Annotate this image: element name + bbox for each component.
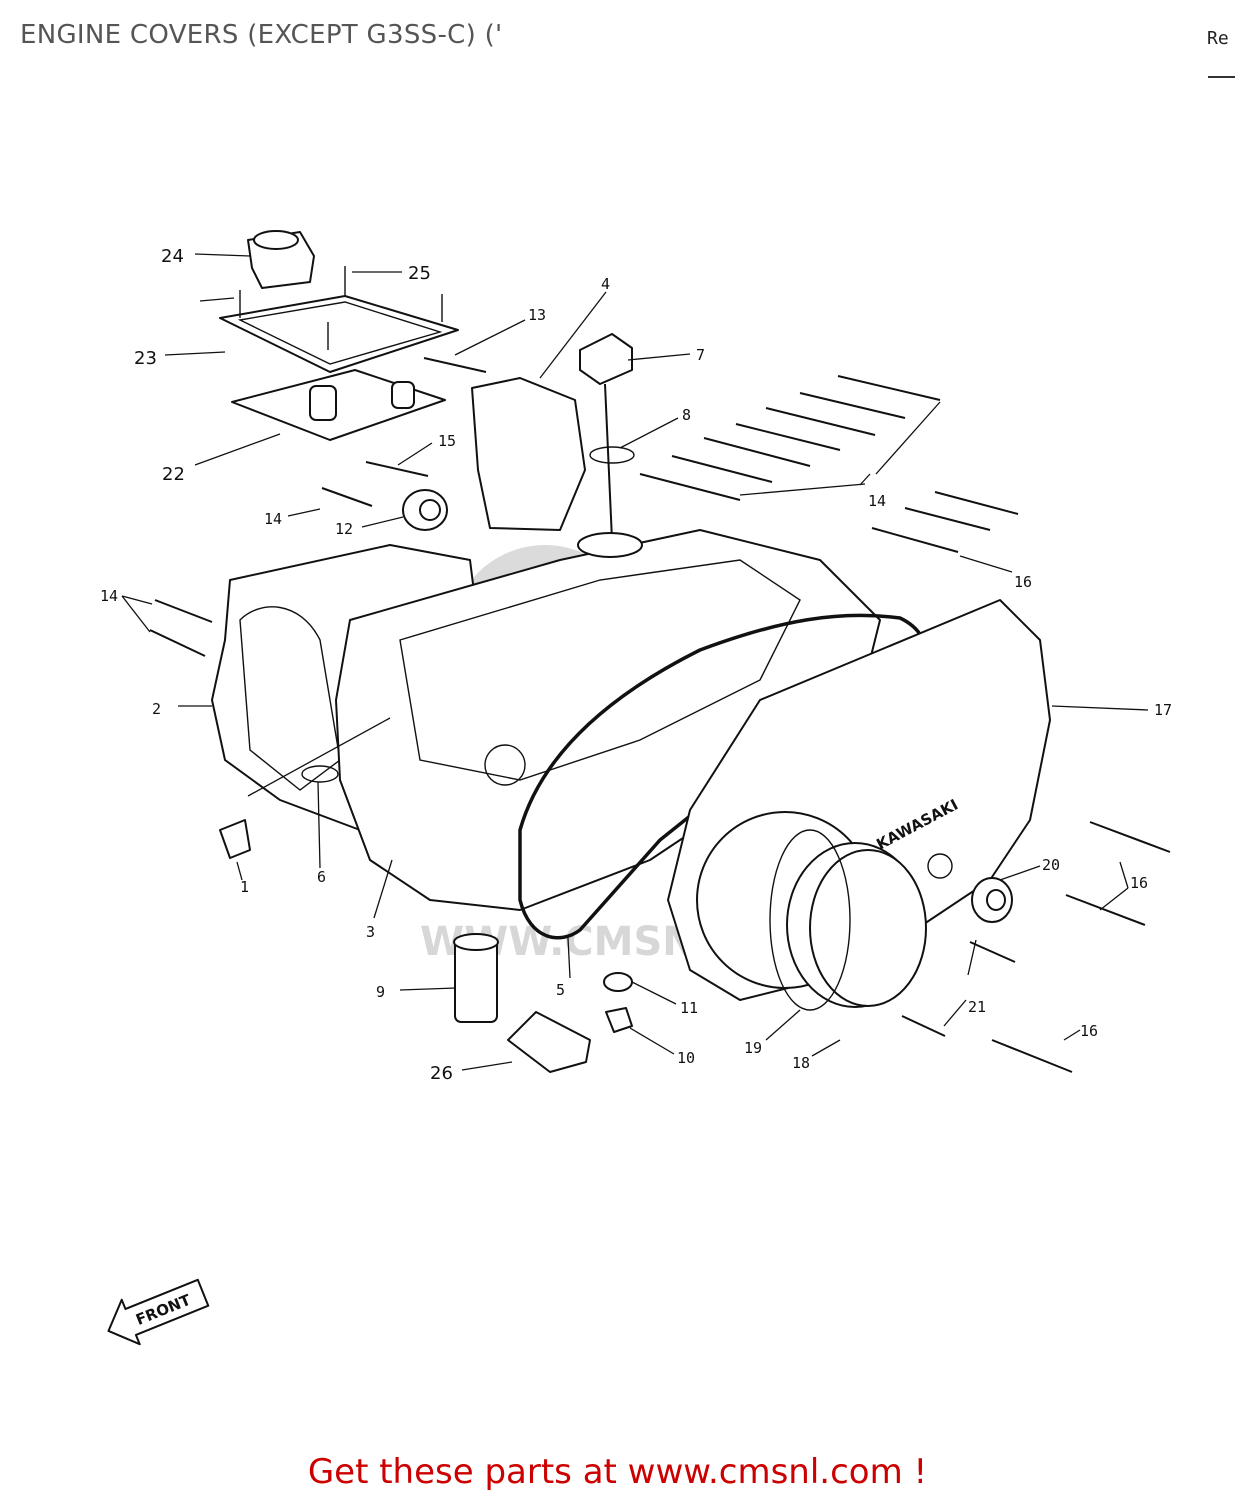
leader-lines <box>121 253 1149 1071</box>
callout-19: 19 <box>744 1039 762 1057</box>
part-13-bolt <box>423 357 487 373</box>
part-24-breather-cap <box>247 230 315 289</box>
part-10-drain-nut <box>605 1007 633 1033</box>
footer-cta-link[interactable]: Get these parts at www.cmsnl.com ! <box>307 1452 928 1492</box>
callout-11: 11 <box>680 999 698 1017</box>
callout-21: 21 <box>968 998 986 1016</box>
part-20-oil-seal <box>971 877 1013 923</box>
part-25-screws <box>239 266 443 350</box>
callout-12: 12 <box>335 520 353 538</box>
callout-16-c: 16 <box>1080 1022 1098 1040</box>
part-5-gasket <box>518 613 927 940</box>
callout-15: 15 <box>438 432 456 450</box>
callout-22: 22 <box>162 464 185 485</box>
callout-3: 3 <box>366 923 375 941</box>
part-23-cover-gasket <box>219 295 459 373</box>
part-9-sleeve <box>453 933 499 1023</box>
callout-6: 6 <box>317 868 326 886</box>
part-19-o-ring <box>769 829 851 1011</box>
callout-16-a: 16 <box>1014 573 1032 591</box>
callout-24: 24 <box>161 246 184 267</box>
part-16-bolt-set-mid <box>871 491 1019 553</box>
part-7-oil-filler-cap <box>579 333 633 541</box>
part-21-screws <box>901 941 1016 1037</box>
part-18-inspection-cap <box>809 849 927 1007</box>
part-15-bolt <box>365 461 429 477</box>
part-14-bolt-set-left <box>149 599 213 657</box>
callout-10: 10 <box>677 1049 695 1067</box>
front-direction-arrow: FRONT <box>107 1278 210 1346</box>
callout-17: 17 <box>1154 701 1172 719</box>
callout-14-c: 14 <box>868 492 886 510</box>
callout-9: 9 <box>376 983 385 1001</box>
callout-2: 2 <box>152 700 161 718</box>
part-11-washer <box>603 972 633 992</box>
part-26-bracket <box>507 1011 591 1073</box>
callout-14-a: 14 <box>264 510 282 528</box>
callout-8: 8 <box>682 406 691 424</box>
corner-rule <box>1208 76 1235 78</box>
part-22-base-plate <box>231 369 446 441</box>
part-12-bush <box>402 489 448 531</box>
part-1-plug <box>219 819 251 859</box>
callout-18: 18 <box>792 1054 810 1072</box>
callout-13: 13 <box>528 306 546 324</box>
callout-20: 20 <box>1042 856 1060 874</box>
callout-7: 7 <box>696 346 705 364</box>
part-8-o-ring <box>589 446 635 464</box>
part-14-bolt-set <box>639 375 941 501</box>
part-6-o-ring <box>301 765 339 783</box>
exploded-parts-diagram: WWW.CMSNL.COM <box>100 230 1172 1346</box>
callout-5: 5 <box>556 981 565 999</box>
part-14-bolt-top <box>321 487 373 507</box>
part-3-crankcase <box>335 529 881 911</box>
corner-ref-text: Re <box>1207 28 1229 49</box>
callout-labels: 1 2 3 4 5 6 7 8 9 10 11 12 13 14 14 14 1… <box>100 246 1172 1084</box>
callout-1: 1 <box>240 878 249 896</box>
callout-23: 23 <box>134 348 157 369</box>
callout-26: 26 <box>430 1063 453 1084</box>
footer-cta[interactable]: Get these parts at www.cmsnl.com ! <box>0 1452 1235 1492</box>
part-16-bolt-set-right <box>991 821 1171 1073</box>
callout-16-b: 16 <box>1130 874 1148 892</box>
page-title: ENGINE COVERS (EXCEPT G3SS-C) (' <box>20 20 503 50</box>
callout-25: 25 <box>408 263 431 284</box>
part-4-side-plate <box>471 377 586 531</box>
callout-14-b: 14 <box>100 587 118 605</box>
callout-4: 4 <box>601 275 610 293</box>
